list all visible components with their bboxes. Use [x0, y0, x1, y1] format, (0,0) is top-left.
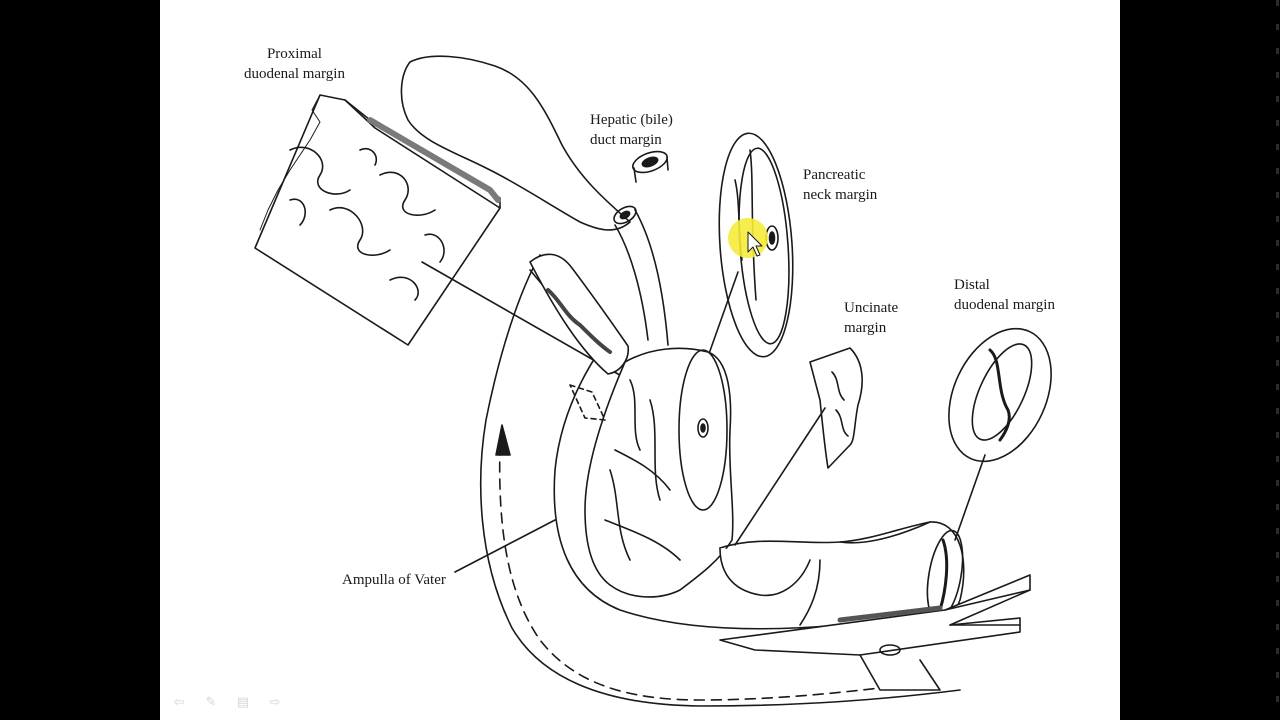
bile-duct-opening — [613, 205, 637, 225]
bile-duct-tube — [614, 209, 669, 346]
proximal-margin-slab — [254, 94, 501, 346]
cursor-highlight-icon — [728, 218, 768, 258]
uncinate-margin-label: Uncinate margin — [844, 298, 898, 338]
pancreatic-head — [584, 347, 734, 598]
stomach-outline — [400, 55, 631, 231]
pancreatic-neck-margin-label-line2: neck margin — [803, 187, 878, 203]
ampulla-dashed-outline — [569, 384, 606, 421]
hepatic-duct-margin-label: Hepatic (bile) duct margin — [590, 110, 673, 150]
duodenum-arrow-head — [495, 424, 511, 456]
whipple-specimen-diagram — [254, 55, 1052, 707]
surgical-clamp — [719, 574, 1031, 691]
uncinate-margin-piece — [809, 347, 863, 469]
proximal-margin-label: Proximal duodenal margin — [244, 44, 345, 84]
menu-icon[interactable]: ▤ — [236, 694, 250, 710]
proximal-margin-label-line1: Proximal — [266, 46, 322, 62]
arrow-left-icon[interactable]: ⇦ — [173, 694, 185, 710]
uncinate-pointer-line — [734, 407, 826, 546]
hepatic-duct-margin-label-line2: duct margin — [590, 132, 662, 148]
distal-duodenal-ring — [948, 327, 1052, 463]
duodenum-cut-edge — [529, 253, 630, 375]
proximal-margin-label-line2: duodenal margin — [244, 66, 345, 82]
ampulla-of-vater-label-text: Ampulla of Vater — [342, 572, 446, 588]
right-scrollbar[interactable] — [1262, 0, 1280, 720]
proximal-pointer-line — [421, 261, 626, 379]
uncinate-margin-label-line2: margin — [844, 320, 887, 336]
hepatic-duct-margin-label-line1: Hepatic (bile) — [590, 112, 673, 128]
slide: Proximal duodenal margin Hepatic (bile) … — [160, 0, 1120, 720]
duodenum-outer-wall — [479, 254, 961, 707]
distal-duodenal-margin-label-line2: duodenal margin — [954, 297, 1055, 313]
arrow-right-icon[interactable]: ⇨ — [269, 694, 281, 710]
pen-icon[interactable]: ✎ — [205, 694, 217, 710]
pancreatic-neck-margin-label: Pancreatic neck margin — [803, 165, 877, 205]
slide-nav-bar: ⇦ ✎ ▤ ⇨ — [168, 692, 286, 712]
distal-duodenal-margin-label-line1: Distal — [954, 277, 990, 293]
distal-pointer-line — [954, 454, 986, 541]
jejunum-segment — [719, 547, 811, 597]
scrollbar-track-marks — [1276, 0, 1279, 720]
distal-duodenal-margin-label: Distal duodenal margin — [954, 275, 1055, 315]
ampulla-pointer-line — [454, 519, 556, 573]
pancreatic-neck-margin-label-line1: Pancreatic — [803, 167, 866, 183]
ampulla-of-vater-label: Ampulla of Vater — [342, 570, 446, 590]
pancreatic-pointer-line — [704, 271, 739, 366]
hepatic-duct-ring — [632, 150, 669, 183]
duodenum-arrow-path — [498, 444, 881, 701]
uncinate-margin-label-line1: Uncinate — [844, 300, 899, 316]
